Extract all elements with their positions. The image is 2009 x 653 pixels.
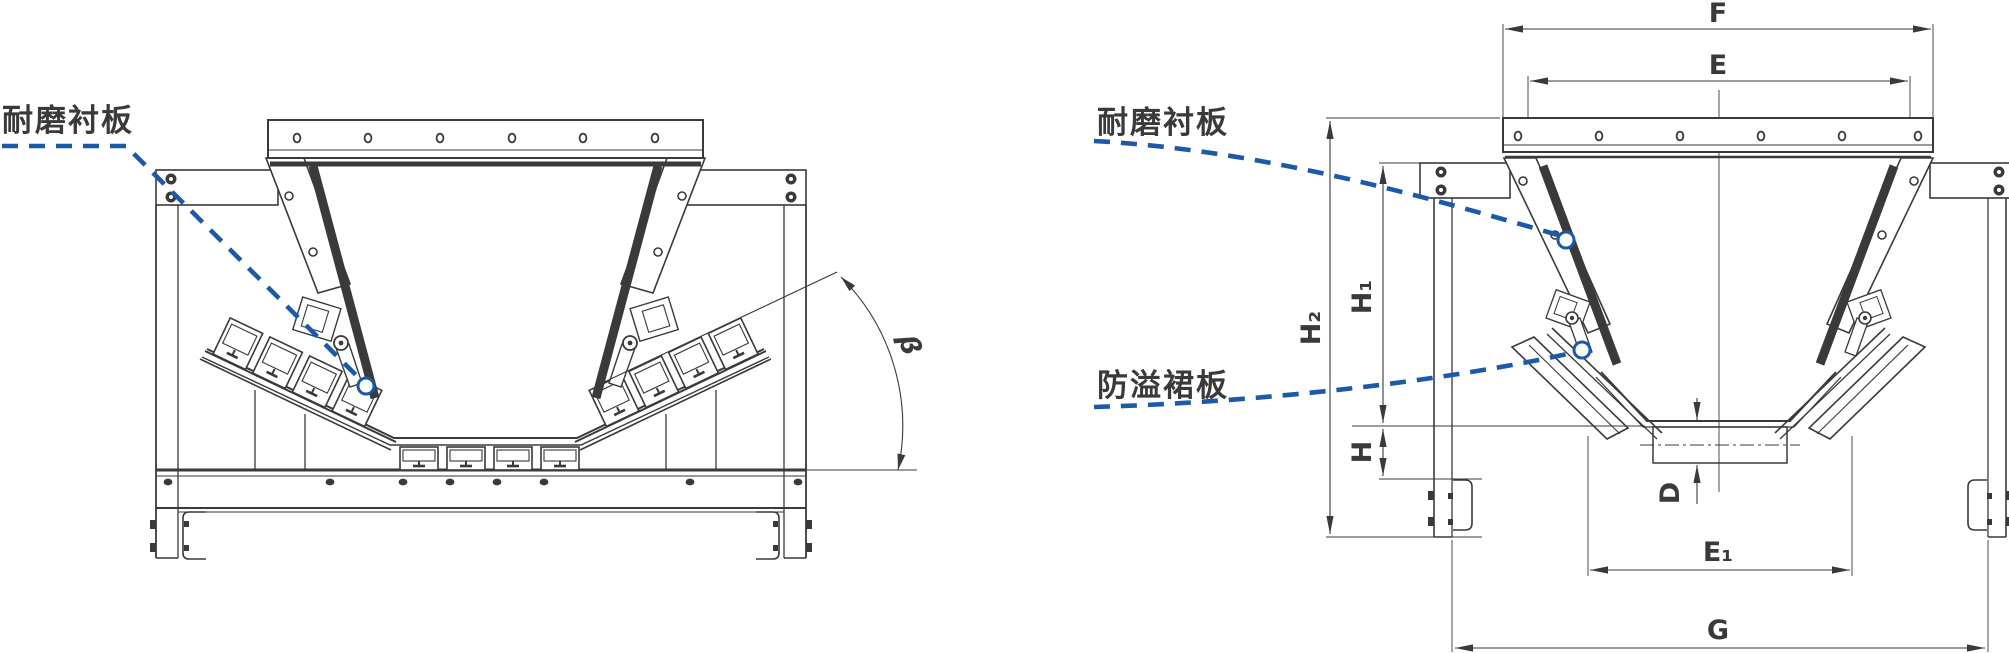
side-skirt-callout: 防溢裙板 bbox=[1093, 340, 1592, 410]
front-liner-label: 耐磨衬板 bbox=[2, 103, 134, 139]
side-skirt-label: 防溢裙板 bbox=[1097, 368, 1229, 404]
side-view: F E H₂ H₁ H D bbox=[1093, 0, 2009, 652]
side-skirt-point bbox=[1572, 340, 1592, 360]
side-liner-leader bbox=[1093, 138, 1559, 238]
dim-E1: E₁ bbox=[1587, 436, 1853, 576]
dim-D: D bbox=[1655, 398, 1701, 504]
front-liner-callout: 耐磨衬板 bbox=[2, 103, 376, 396]
angle-arc bbox=[840, 276, 904, 471]
dim-F-label: F bbox=[1709, 0, 1727, 29]
angle-arc-arrow-top bbox=[841, 277, 856, 292]
dim-E-label: E bbox=[1709, 50, 1727, 81]
side-skirt-leader bbox=[1093, 350, 1573, 410]
front-view: β 耐磨衬板 bbox=[2, 103, 927, 559]
front-center-bars bbox=[398, 445, 581, 472]
dim-H-label: H bbox=[1347, 441, 1378, 464]
dim-H1: H₁ bbox=[1347, 162, 1645, 427]
dim-G: G bbox=[1451, 540, 1989, 652]
side-hopper bbox=[1502, 117, 1934, 439]
front-liner-point bbox=[356, 376, 376, 396]
front-impact-bed bbox=[200, 318, 771, 472]
front-hopper bbox=[266, 119, 705, 398]
front-beam-bolts bbox=[163, 478, 803, 486]
front-liner-leader bbox=[2, 143, 364, 383]
side-top-flange bbox=[1502, 117, 1934, 153]
side-flange-holes bbox=[1513, 130, 1923, 142]
side-hopper-wall-right bbox=[1775, 158, 1933, 439]
side-frame-right bbox=[1930, 163, 2009, 537]
side-liner-label: 耐磨衬板 bbox=[1097, 105, 1229, 141]
dim-G-label: G bbox=[1707, 615, 1729, 646]
front-bank-right bbox=[575, 318, 771, 470]
angle-arc-arrow-bottom bbox=[897, 453, 906, 470]
dim-E: E bbox=[1527, 50, 1911, 117]
dim-H1-label: H₁ bbox=[1347, 280, 1378, 314]
side-liner-callout: 耐磨衬板 bbox=[1093, 105, 1576, 250]
dim-H: H bbox=[1347, 429, 1482, 480]
dim-D-label: D bbox=[1655, 482, 1686, 504]
dim-H2: H₂ bbox=[1296, 117, 1500, 538]
side-liner-point bbox=[1556, 230, 1576, 250]
front-flange-holes bbox=[292, 132, 660, 144]
angle-beta-label: β bbox=[891, 330, 926, 358]
dim-E1-label: E₁ bbox=[1703, 537, 1733, 568]
angle-reference-line bbox=[597, 271, 838, 386]
dim-F: F bbox=[1502, 0, 1934, 117]
front-top-flange bbox=[267, 119, 704, 159]
side-hopper-wall-left bbox=[1504, 158, 1662, 439]
dim-H2-label: H₂ bbox=[1296, 311, 1327, 345]
side-trough bbox=[1595, 371, 1842, 464]
